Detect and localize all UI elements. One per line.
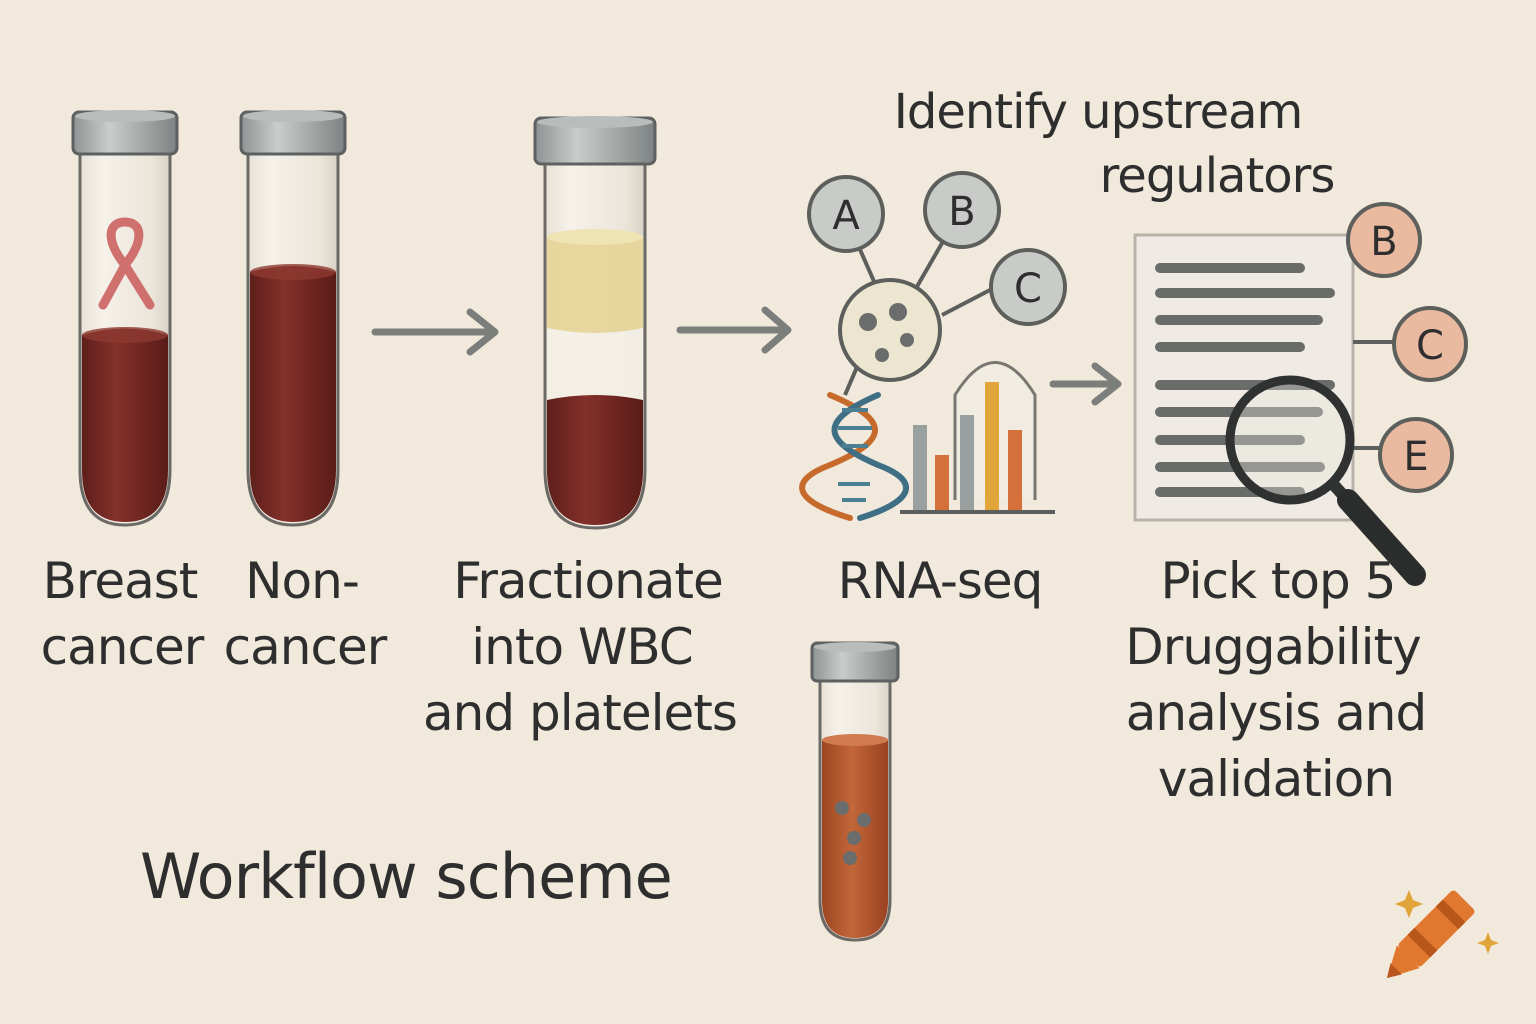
regulator-c-letter: C [1014,266,1042,312]
breast-cancer-tube [71,110,179,527]
label-rna-seq: RNA-seq [837,552,1044,610]
selected-c-letter: C [1416,323,1444,369]
regulator-bubble-b: B [923,171,1001,249]
label-regulators: regulators [1099,148,1336,204]
awareness-ribbon-icon [98,217,155,310]
label-pick-top: Pick top 5 [1160,552,1397,610]
sample-tube-orange [810,641,900,942]
regulator-bubble-c: C [989,248,1067,326]
selected-e-letter: E [1403,434,1428,480]
selected-bubble-b: B [1346,202,1422,278]
selected-b-letter: B [1370,219,1397,265]
regulator-a-letter: A [832,193,860,239]
label-breast-cancer: cancer [40,618,205,676]
label-non-cancer: cancer [223,618,388,676]
crayon-logo-icon [1386,890,1499,979]
label-breast: Breast [42,552,199,610]
selected-targets: B C E [1346,202,1468,493]
magnifying-glass-icon [1225,375,1426,586]
bar-chart-icon [900,361,1055,514]
label-into-wbc: into WBC [471,618,693,676]
regulator-b-letter: B [948,189,975,235]
selected-bubble-e: E [1378,417,1454,493]
regulator-bubble-a: A [807,175,885,253]
arrow-1-head [466,308,499,356]
non-cancer-tube [239,110,347,527]
page-title: Workflow scheme [140,840,673,913]
selected-bubble-c: C [1392,306,1468,382]
label-identify-upstream: Identify upstream [893,84,1304,140]
arrow-2-head [761,306,792,354]
fractionated-tube [533,116,657,530]
cell-icon [838,278,942,382]
label-druggability: Druggability [1125,618,1421,676]
regulator-network: A B C [807,171,1067,396]
label-analysis-and: analysis and [1125,684,1427,742]
dna-helix-icon [799,392,909,521]
label-validation: validation [1157,750,1395,808]
arrow-3-head [1091,362,1122,406]
label-fractionate: Fractionate [453,552,724,610]
label-non: Non- [245,552,360,610]
label-and-platelets: and platelets [423,684,738,742]
